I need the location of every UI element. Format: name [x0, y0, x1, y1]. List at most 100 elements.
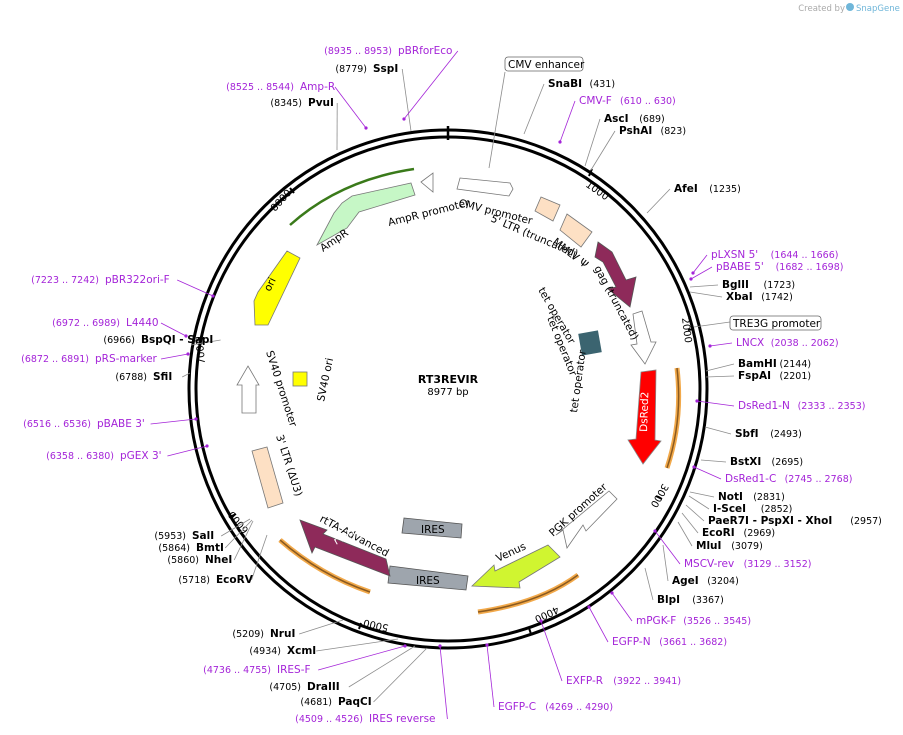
primer-dsred1-c[interactable]: DsRed1-C(2745 .. 2768)	[692, 465, 852, 485]
site-leader	[523, 83, 545, 135]
site-mlui[interactable]: MluI(3079)	[677, 521, 763, 552]
site-draiii[interactable]: DraIII(4705)	[269, 645, 416, 693]
tre3g-promoter-box[interactable]	[729, 315, 822, 331]
site-fspai[interactable]: FspAI(2201)	[705, 370, 811, 382]
site-xcmi[interactable]: XcmI(4934)	[249, 638, 399, 657]
site-bstxi[interactable]: BstXI(2695)	[700, 456, 803, 468]
site-ecorv[interactable]: EcoRV(5718)	[178, 534, 268, 586]
site-leader	[646, 188, 671, 214]
tick-mark	[289, 187, 295, 194]
ires-inner-block[interactable]	[401, 517, 463, 539]
primer-binding-mark	[587, 605, 591, 609]
primer-exfp-r[interactable]: EXFP-R(3922 .. 3941)	[539, 619, 681, 687]
site-paqci[interactable]: PaqCI(4681)	[300, 647, 428, 708]
site-nhei[interactable]: NheI(5860)	[167, 520, 254, 566]
primer-binding-mark	[402, 117, 406, 121]
cmv-enhancer-box[interactable]	[504, 56, 584, 72]
site-nrui[interactable]: NruI(5209)	[232, 619, 344, 640]
site-leader	[662, 544, 669, 582]
primer-egfp-c[interactable]: EGFP-C(4269 .. 4290)	[485, 643, 613, 713]
site-xbai[interactable]: XbaI(1742)	[689, 291, 793, 303]
site-bspqi-sapi[interactable]: BspQI - SapI(6966)	[103, 334, 221, 346]
site-sspi[interactable]: SspI(8779)	[335, 63, 412, 132]
site-position: (6788)	[115, 372, 147, 383]
dsred2-arrow[interactable]	[627, 369, 662, 465]
tre3g-promoter-arrow[interactable]	[630, 310, 657, 365]
site-name: SalI	[192, 530, 214, 542]
sv40-promoter-arrow[interactable]	[236, 365, 260, 414]
ampr-arrow[interactable]	[316, 182, 416, 247]
primer-range: (2333 .. 2353)	[798, 401, 866, 412]
cmv-promoter-arrow[interactable]	[456, 177, 514, 197]
primer-egfp-n[interactable]: EGFP-N(3661 .. 3682)	[587, 605, 727, 648]
site-position: (689)	[639, 114, 665, 125]
site-leader	[685, 504, 705, 522]
site-sfii[interactable]: SfiI(6788)	[115, 371, 191, 383]
sv40-ori-block[interactable]	[292, 371, 308, 387]
site-afei[interactable]: AfeI(1235)	[646, 183, 741, 214]
primer-prs-marker[interactable]: pRS-marker(6872 .. 6891)	[21, 352, 190, 365]
label-cmv-enhancer: CMV enhancer	[508, 59, 585, 71]
primer-ires-f[interactable]: IRES-F(4736 .. 4755)	[203, 644, 407, 676]
primer-leader	[540, 620, 563, 682]
site-name: EcoRI	[702, 527, 735, 539]
mmlv-psi-block[interactable]	[559, 213, 593, 248]
tet-operator-block[interactable]	[578, 330, 602, 356]
site-position: (823)	[661, 126, 687, 137]
primer-l4440[interactable]: L4440(6972 .. 6989)	[52, 317, 188, 338]
primer-amp-r[interactable]: Amp-R(8525 .. 8544)	[226, 81, 368, 130]
gag-truncated-arrow[interactable]	[594, 241, 637, 308]
primer-name: pGEX 3'	[120, 450, 162, 462]
boxed-features: CMV enhancer TRE3G promoter	[488, 56, 822, 331]
primer-range: (6872 .. 6891)	[21, 354, 89, 365]
3-ltr-block[interactable]	[251, 446, 284, 509]
site-snabi[interactable]: SnaBI(431)	[523, 78, 615, 135]
primer-dsred1-n[interactable]: DsRed1-N(2333 .. 2353)	[695, 399, 865, 412]
site-paer7i-pspxi-xhoi[interactable]: PaeR7I - PspXI - XhoI(2957)	[685, 504, 882, 527]
rtta-advanced-arrow[interactable]	[299, 519, 391, 577]
primer-pbabe-5[interactable]: pBABE 5'(1682 .. 1698)	[689, 261, 843, 281]
primer-cmv-f[interactable]: CMV-F(610 .. 630)	[558, 95, 676, 144]
site-position: (5718)	[178, 575, 210, 586]
ori-arrow[interactable]	[253, 250, 301, 326]
site-leader	[348, 645, 416, 688]
primer-mpgk-f[interactable]: mPGK-F(3526 .. 3545)	[610, 591, 751, 627]
ires-outer-block[interactable]	[387, 565, 469, 591]
site-agei[interactable]: AgeI(3204)	[662, 544, 739, 587]
site-bmti[interactable]: BmtI(5864)	[158, 519, 253, 554]
primer-binding-mark	[184, 334, 188, 338]
primer-ires-reverse[interactable]: IRES reverse(4509 .. 4526)	[295, 644, 448, 725]
primer-pgex-3[interactable]: pGEX 3'(6358 .. 6380)	[46, 444, 209, 462]
site-ecori[interactable]: EcoRI(2969)	[681, 512, 775, 539]
site-noti[interactable]: NotI(2831)	[689, 491, 785, 503]
primer-plxsn-5[interactable]: pLXSN 5'(1644 .. 1666)	[691, 249, 838, 275]
primer-name: EGFP-C	[498, 701, 536, 713]
primer-pbr322ori-f[interactable]: pBR322ori-F(7223 .. 7242)	[31, 274, 215, 298]
site-leader	[233, 520, 254, 561]
tick-label-3000: 3000	[648, 482, 670, 510]
site-pvui[interactable]: PvuI(8345)	[270, 97, 338, 151]
venus-arrow[interactable]	[471, 544, 561, 589]
ampr-promoter-arrow[interactable]	[420, 172, 434, 193]
primer-name: Amp-R	[300, 81, 335, 93]
primer-pbabe-3[interactable]: pBABE 3'(6516 .. 6536)	[23, 417, 198, 430]
primer-lncx[interactable]: LNCX(2038 .. 2062)	[708, 337, 839, 349]
site-blpi[interactable]: BlpI(3367)	[644, 567, 724, 606]
site-leader	[681, 512, 699, 534]
site-i-scei[interactable]: I-SceI(2852)	[688, 495, 792, 515]
site-asci[interactable]: AscI(689)	[584, 113, 665, 167]
5-ltr-truncated-block[interactable]	[534, 196, 561, 222]
primer-binding-mark	[211, 294, 215, 298]
primer-leader	[334, 86, 367, 129]
site-bamhi[interactable]: BamHI(2144)	[705, 358, 811, 372]
site-sbfi[interactable]: SbfI(2493)	[704, 426, 802, 440]
primer-mscv-rev[interactable]: MSCV-rev(3129 .. 3152)	[653, 529, 811, 570]
primer-leader	[696, 400, 735, 407]
site-pshai[interactable]: PshAI(823)	[590, 125, 687, 171]
pgk-promoter-arrow[interactable]	[555, 490, 618, 549]
site-sali[interactable]: SalI(5953)	[154, 518, 251, 542]
site-name: PaqCI	[338, 696, 372, 708]
site-bglii[interactable]: BglII(1723)	[689, 279, 795, 291]
primer-name: pBR322ori-F	[105, 274, 170, 286]
primer-pbrforeco[interactable]: pBRforEco(8935 .. 8953)	[324, 45, 459, 121]
